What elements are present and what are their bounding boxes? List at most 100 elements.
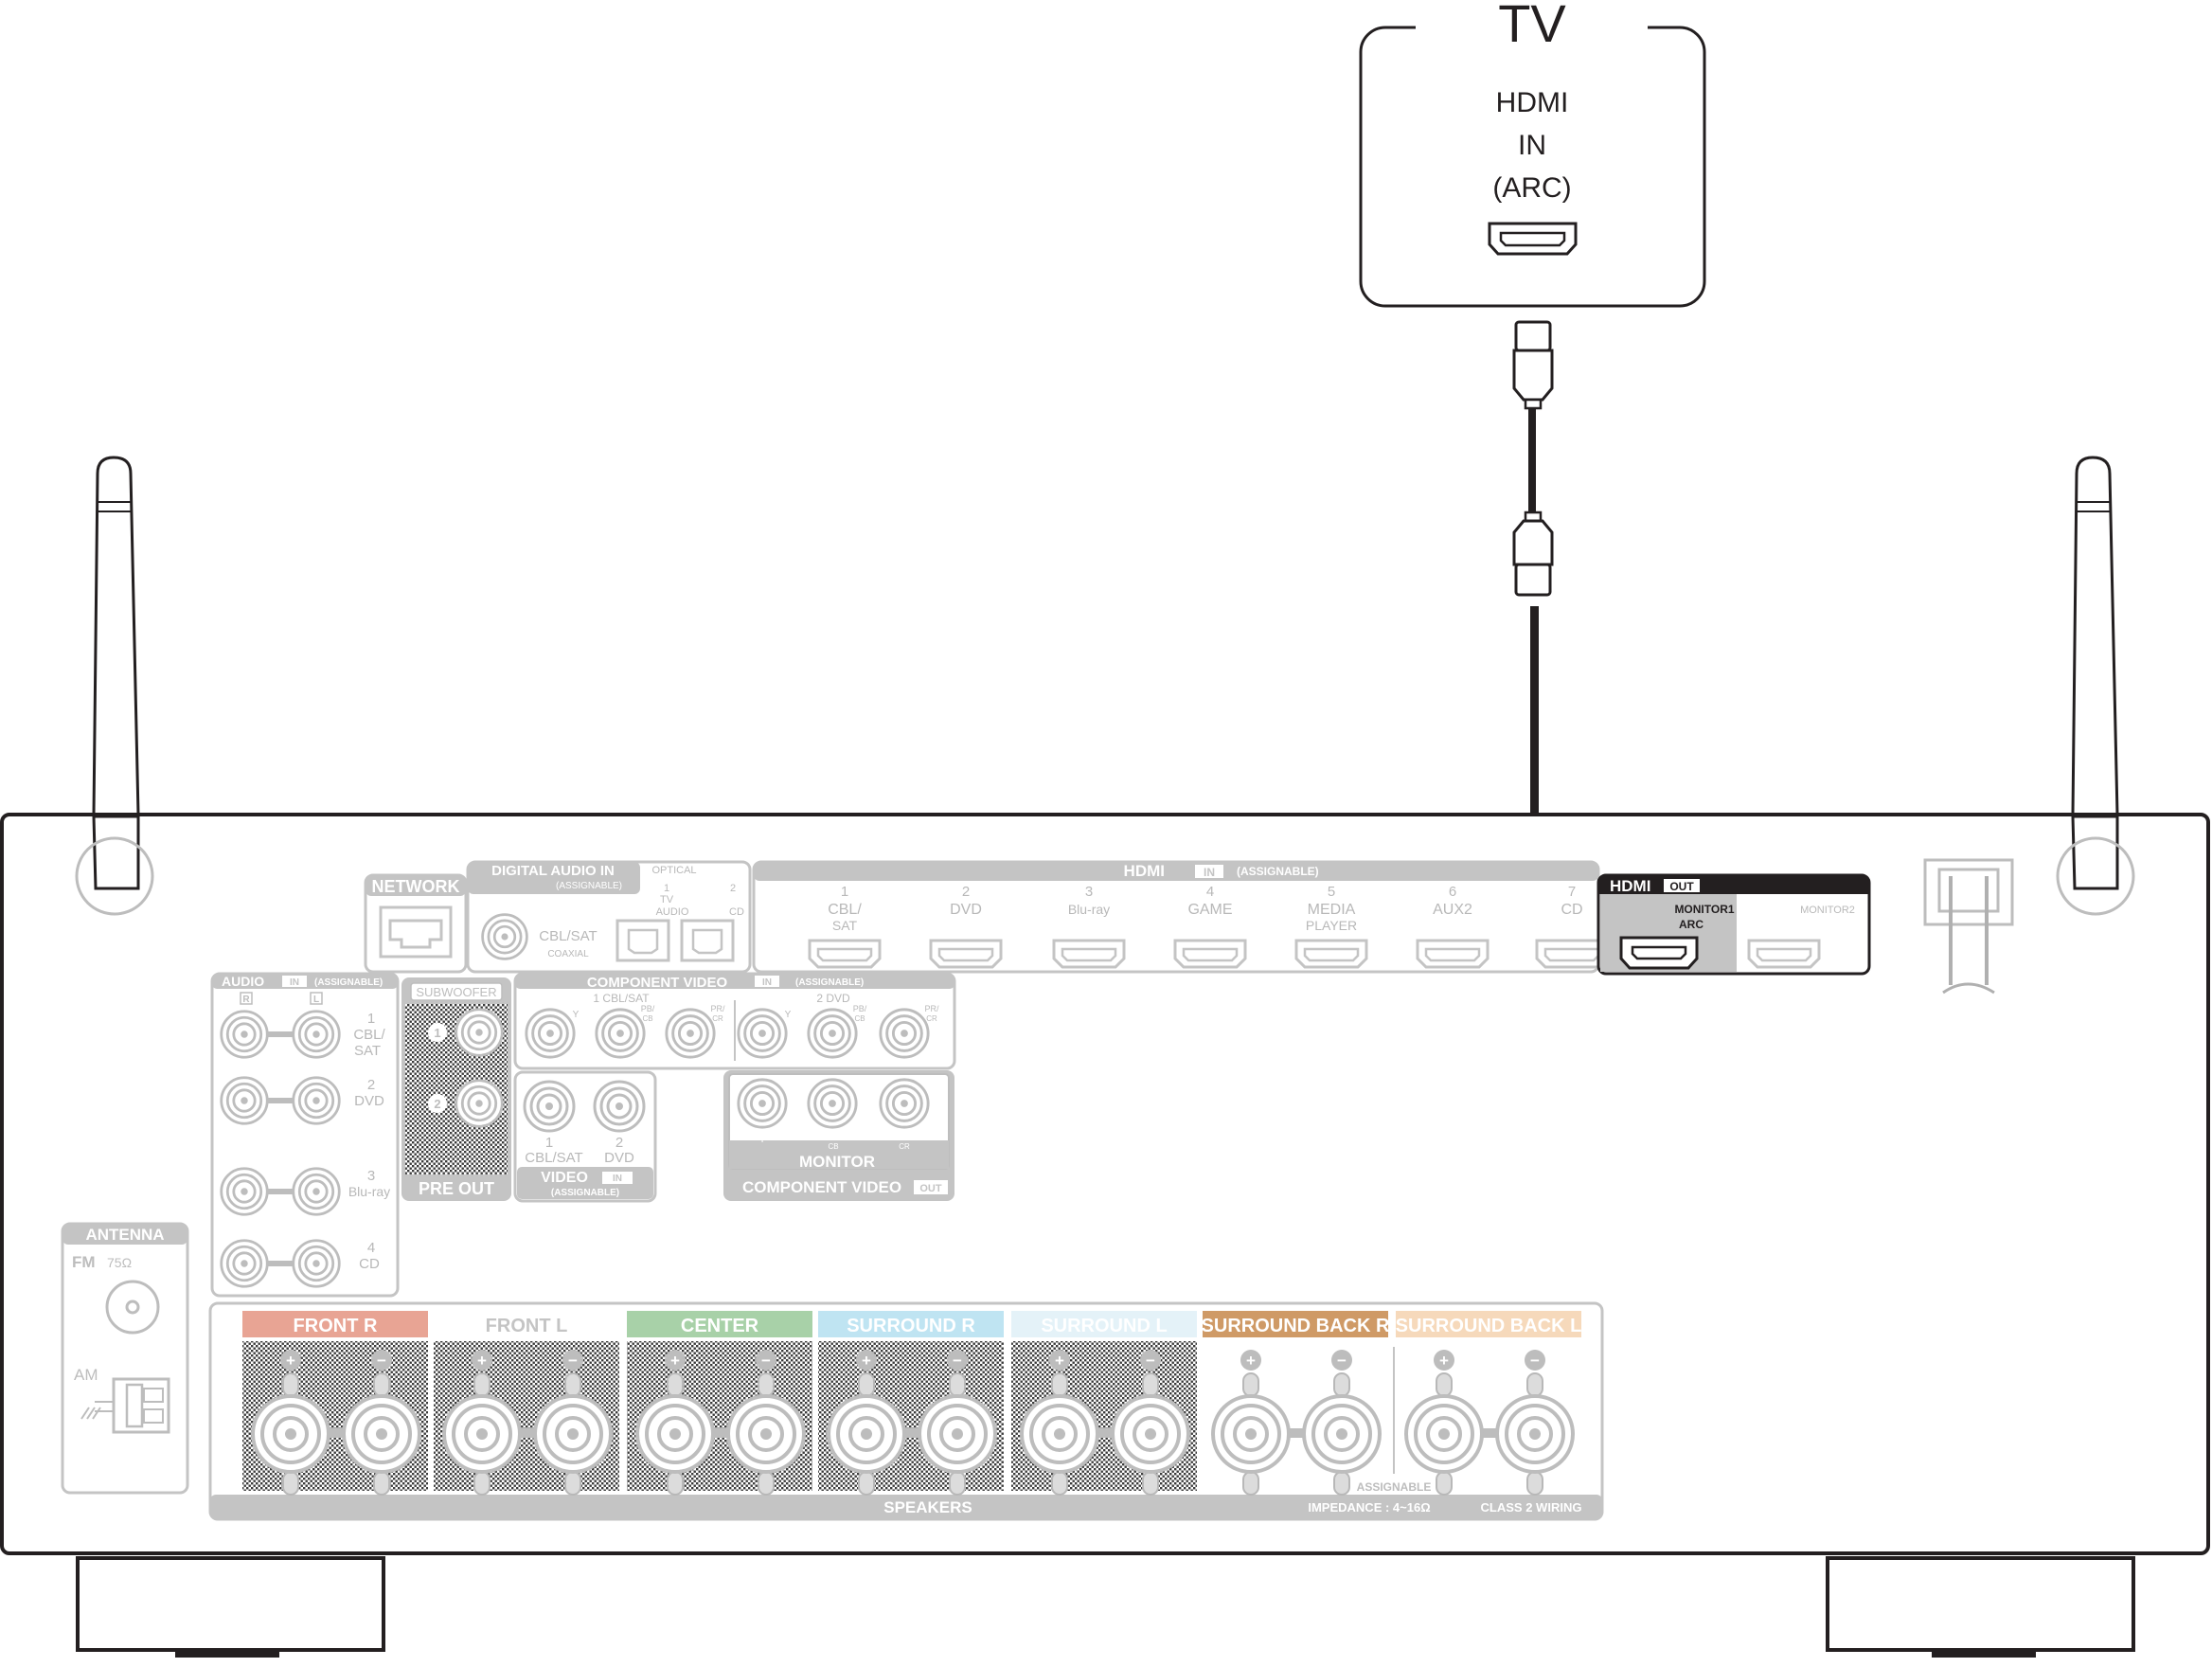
- digital-in-tag: IN: [600, 863, 615, 879]
- plus-sign-text: +: [1055, 1352, 1064, 1370]
- plus-sign-text: +: [477, 1352, 487, 1370]
- audio-r-label: R: [242, 995, 250, 1005]
- hdmi-in-title: HDMI: [1124, 862, 1165, 880]
- speaker-group-label: CENTER: [681, 1316, 759, 1336]
- speaker-label-text: FRONT: [486, 1316, 551, 1336]
- video-in-1-num: 1: [545, 1135, 553, 1151]
- component-in-tag: IN: [762, 977, 772, 988]
- minus-sign-icon: −: [1525, 1350, 1545, 1371]
- tv-device: TV HDMI IN (ARC): [1359, 0, 1706, 308]
- speaker-group-label: SURROUND BACK L: [1396, 1316, 1582, 1336]
- video-in-1-label: CBL/SAT: [525, 1150, 582, 1166]
- class2-label: CLASS 2 WIRING: [1481, 1500, 1582, 1515]
- minus-sign-text: −: [377, 1352, 386, 1370]
- component-y-label: Y: [573, 1010, 580, 1020]
- antenna-section: ANTENNA FM 75Ω AM: [61, 1222, 189, 1495]
- audio-in-title: AUDIO: [222, 974, 264, 989]
- optical2-label: CD: [729, 906, 744, 918]
- speaker-group-3: CENTER+−: [627, 1311, 812, 1497]
- video-in-2-label: DVD: [604, 1150, 634, 1166]
- component-out-pb-jack: [807, 1078, 858, 1129]
- av-receiver: NETWORK DIGITAL AUDIO IN (ASSIGNABLE) OP…: [0, 813, 2210, 1658]
- plus-sign-icon: +: [665, 1350, 686, 1371]
- plus-sign-text: +: [286, 1352, 295, 1370]
- hdmi-input-port: [1052, 939, 1126, 969]
- component-out-pr-jack: [879, 1078, 930, 1129]
- audio-r-jack: [220, 1010, 269, 1059]
- am-terminal: [80, 1377, 170, 1434]
- subwoofer-label: SUBWOOFER: [416, 985, 496, 999]
- component-in-assignable: (ASSIGNABLE): [795, 977, 864, 988]
- plus-sign-icon: +: [472, 1350, 492, 1371]
- tv-box: [1359, 26, 1706, 308]
- speaker-side-badge: R: [1370, 1316, 1390, 1336]
- speaker-group-6: SURROUND BACK R+−: [1202, 1311, 1390, 1497]
- hdmi-input-number: 3: [1085, 884, 1093, 900]
- component-out-pr-sub: CR: [899, 1142, 910, 1151]
- video-in-assignable: (ASSIGNABLE): [551, 1188, 619, 1198]
- speaker-side-badge: R: [358, 1316, 378, 1336]
- speaker-group-label: SURROUND L: [1041, 1316, 1167, 1336]
- monitor2-hdmi-port: [1747, 939, 1821, 969]
- speaker-group-band: [1396, 1311, 1581, 1337]
- optical1-num: 1: [664, 883, 669, 894]
- video-in-2-jack: [593, 1080, 646, 1133]
- minus-sign-icon: −: [371, 1350, 392, 1371]
- pre-out-label: PRE OUT: [419, 1179, 494, 1198]
- subwoofer-2-jack: [455, 1079, 504, 1128]
- am-label: AM: [74, 1366, 98, 1384]
- component-pr-label: PR/: [924, 1004, 939, 1013]
- subwoofer-1-jack: [455, 1008, 504, 1057]
- monitor1-label: MONITOR1: [1674, 903, 1734, 916]
- minus-sign-icon: −: [562, 1350, 583, 1371]
- speaker-terminal-groups: FRONT R+−FRONT L+−CENTER+−SURROUND R+−SU…: [242, 1311, 1582, 1497]
- hdmi-input-label-line2: SAT: [832, 918, 858, 933]
- component-out-pr-label: PR/: [897, 1132, 912, 1141]
- speaker-group-band: [1011, 1311, 1197, 1337]
- hdmi-input-label-line2: PLAYER: [1306, 918, 1357, 933]
- component-out-title: COMPONENT VIDEO: [742, 1178, 901, 1196]
- network-label: NETWORK: [372, 877, 460, 896]
- speaker-label-text: FRONT: [294, 1316, 359, 1336]
- speaker-group-band: [1203, 1311, 1388, 1337]
- speakers-section: SPEAKERS IMPEDANCE : 4~16Ω CLASS 2 WIRIN…: [208, 1301, 1604, 1521]
- audio-input-number: 3: [367, 1168, 375, 1184]
- hdmi-in-section: HDMI IN (ASSIGNABLE) 1CBL/SAT2DVD3Blu-ra…: [752, 860, 1609, 974]
- speaker-label-text: SURROUND: [847, 1316, 956, 1336]
- plus-sign-text: +: [1246, 1352, 1256, 1370]
- video-in-2-num: 2: [615, 1135, 623, 1151]
- minus-sign-icon: −: [1331, 1350, 1352, 1371]
- coaxial-label: CBL/SAT: [539, 928, 597, 944]
- foot-right: [1826, 1556, 2135, 1652]
- monitor1-arc: ARC: [1679, 918, 1704, 931]
- component-out-tag: OUT: [919, 1183, 942, 1194]
- component-in-y-jack: Y: [525, 1008, 580, 1059]
- audio-input-number: 4: [367, 1240, 375, 1256]
- hdmi-input-label: DVD: [950, 902, 982, 918]
- component-pb-label: PB/: [853, 1004, 867, 1013]
- audio-input-4: 4CD: [220, 1239, 380, 1288]
- hdmi-input-7: 7CD: [1535, 884, 1609, 969]
- video-in-1-jack: [523, 1080, 576, 1133]
- power-inlet: [1923, 858, 2014, 995]
- svg-text:DIGITAL AUDIO IN: DIGITAL AUDIO IN: [491, 863, 615, 879]
- speaker-group-4: SURROUND R+−: [818, 1311, 1004, 1497]
- tv-hdmi-port: [1488, 222, 1578, 256]
- optical2-num: 2: [730, 883, 736, 894]
- optical-label: OPTICAL: [651, 865, 696, 876]
- audio-l-jack: [292, 1076, 341, 1125]
- audio-r-jack: [220, 1239, 269, 1288]
- audio-l-jack: [292, 1010, 341, 1059]
- audio-l-jack: [292, 1167, 341, 1216]
- audio-input-number: 2: [367, 1077, 375, 1093]
- hdmi-input-label: CBL/: [828, 902, 862, 918]
- speaker-group-band: [818, 1311, 1004, 1337]
- assignable-label: ASSIGNABLE: [1357, 1480, 1432, 1494]
- component-in-pb-jack: PB/CB: [595, 1004, 655, 1059]
